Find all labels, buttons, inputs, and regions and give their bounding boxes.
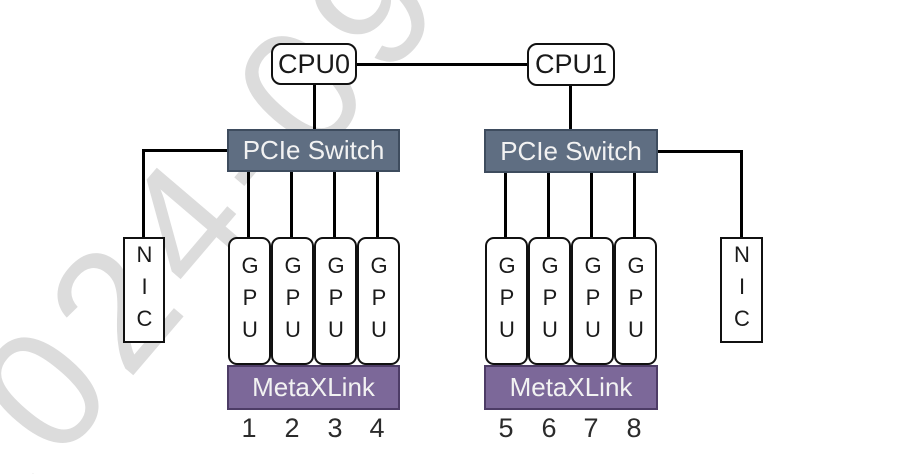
gpu-box-1: GPU — [228, 237, 271, 365]
connector-switch-gpu5 — [504, 171, 507, 239]
connector-cpu0-cpu1 — [356, 63, 528, 66]
connector-switch-gpu3 — [333, 171, 336, 239]
gpu-box-2: GPU — [271, 237, 314, 365]
nic-right-label: NIC — [729, 242, 755, 338]
cpu1-box: CPU1 — [527, 43, 615, 86]
connector-cpu1-switch — [569, 85, 572, 130]
connector-switch-gpu4 — [376, 171, 379, 239]
metaxlink-bar-left: MetaXLink — [227, 365, 400, 410]
pcie-switch-right: PCIe Switch — [484, 129, 658, 173]
connector-switch-gpu6 — [547, 171, 550, 239]
gpu-box-8: GPU — [614, 237, 657, 365]
cpu1-label: CPU1 — [534, 49, 608, 79]
gpu-4-label: GPU — [366, 253, 392, 349]
metaxlink-right-label: MetaXLink — [509, 372, 633, 402]
gpu-number-3: 3 — [327, 413, 343, 443]
gpu-2-label: GPU — [280, 253, 306, 349]
gpu-number-2: 2 — [284, 413, 300, 443]
connector-switch-left-nic-v — [142, 149, 145, 238]
connector-switch-gpu7 — [590, 171, 593, 239]
connector-switch-gpu8 — [633, 171, 636, 239]
cpu0-box: CPU0 — [271, 43, 357, 85]
connector-switch-gpu2 — [290, 171, 293, 239]
connector-switch-right-nic-h — [657, 150, 743, 153]
gpu-number-1: 1 — [241, 413, 257, 443]
gpu-box-4: GPU — [357, 237, 400, 365]
gpu-number-4: 4 — [369, 413, 385, 443]
connector-switch-right-nic-v — [740, 150, 743, 238]
gpu-box-6: GPU — [528, 237, 571, 365]
gpu-1-label: GPU — [237, 253, 263, 349]
gpu-box-5: GPU — [485, 237, 528, 365]
connector-switch-gpu1 — [247, 171, 250, 239]
gpu-number-5: 5 — [498, 413, 514, 443]
nic-left-label: NIC — [132, 242, 157, 338]
metaxlink-bar-right: MetaXLink — [484, 365, 658, 410]
pcie-switch-right-label: PCIe Switch — [500, 135, 642, 166]
gpu-7-label: GPU — [580, 253, 606, 349]
nic-left-box: NIC — [123, 237, 165, 343]
gpu-5-label: GPU — [494, 253, 520, 349]
cpu0-label: CPU0 — [277, 48, 351, 79]
gpu-number-7: 7 — [583, 413, 599, 443]
pcie-switch-left: PCIe Switch — [227, 129, 400, 172]
nic-right-box: NIC — [720, 237, 763, 343]
pcie-switch-left-label: PCIe Switch — [242, 135, 385, 165]
gpu-3-label: GPU — [323, 253, 349, 349]
gpu-8-label: GPU — [623, 253, 649, 349]
gpu-number-6: 6 — [541, 413, 557, 443]
gpu-number-8: 8 — [626, 413, 642, 443]
gpu-6-label: GPU — [537, 253, 563, 349]
gpu-box-7: GPU — [571, 237, 614, 365]
metaxlink-left-label: MetaXLink — [252, 372, 375, 402]
connector-cpu0-switch — [313, 84, 316, 130]
gpu-box-3: GPU — [314, 237, 357, 365]
connector-switch-left-nic-h — [142, 149, 228, 152]
